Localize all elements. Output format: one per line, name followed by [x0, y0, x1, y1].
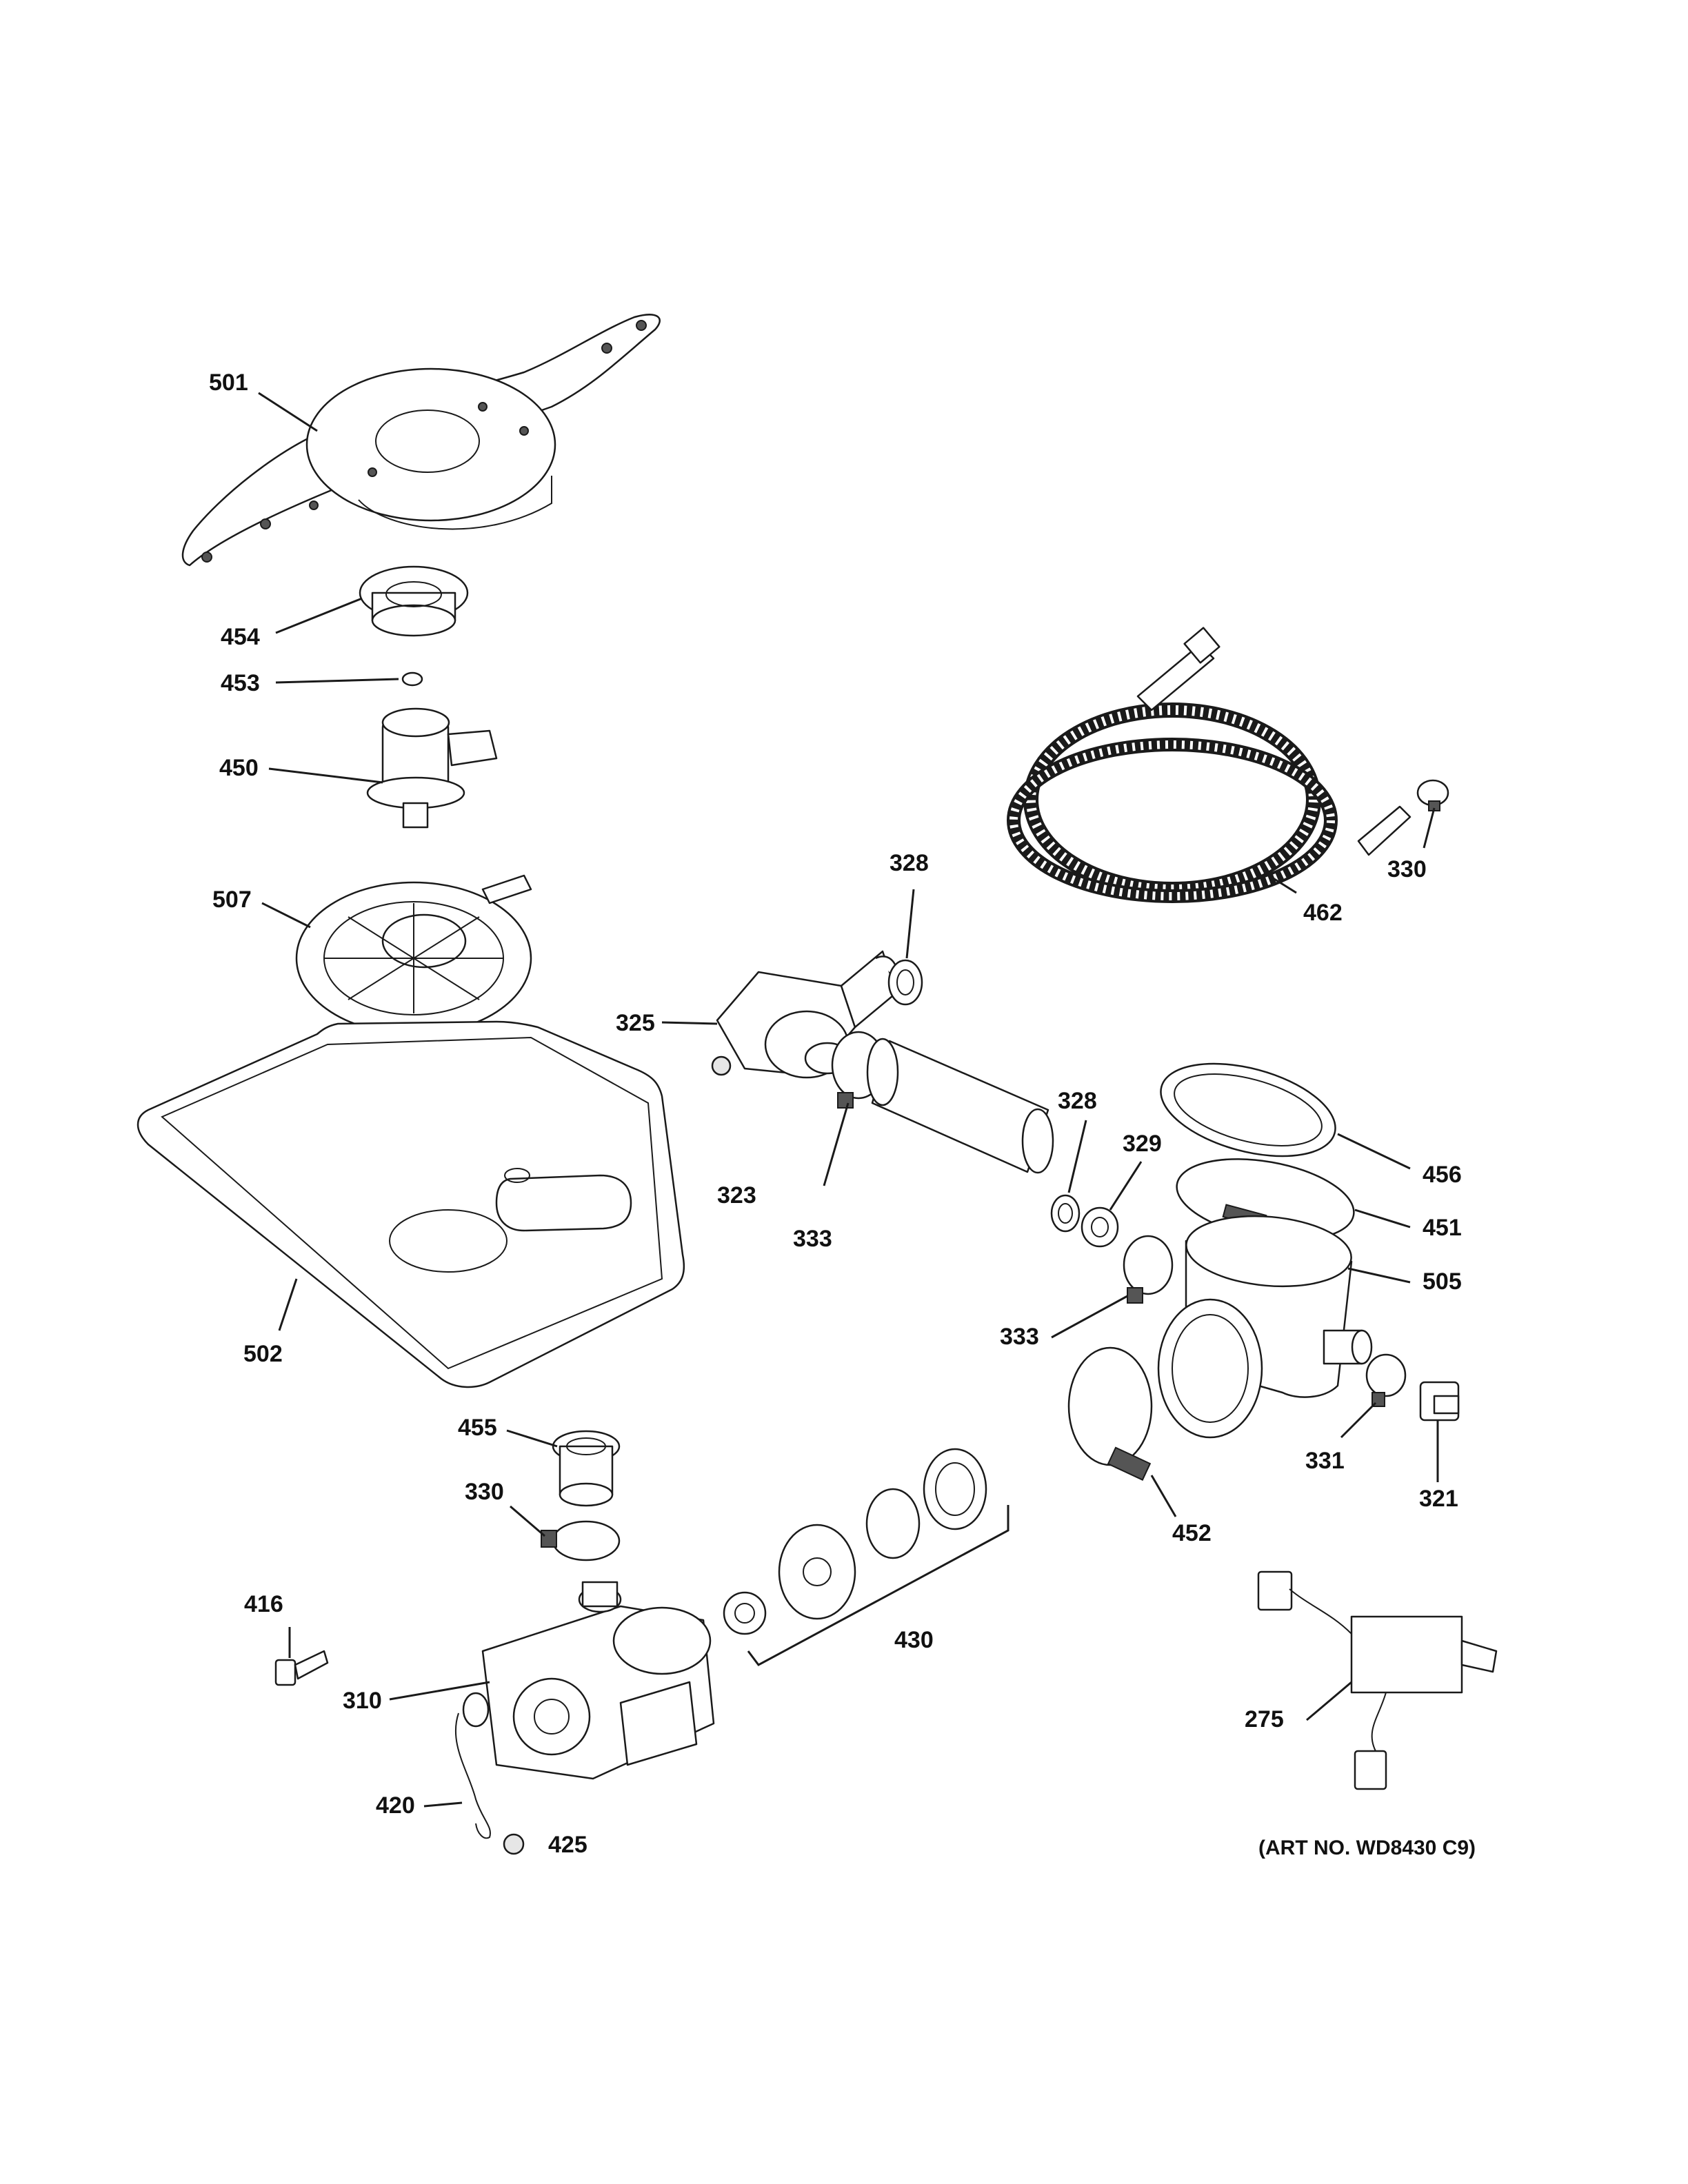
art-number: (ART NO. WD8430 C9) [1258, 1837, 1476, 1859]
callout-labels: 501 454 453 450 507 502 455 330 416 310 … [209, 370, 1476, 1859]
part-452-clamp [1067, 1346, 1153, 1481]
part-420-clip [454, 1712, 491, 1839]
callout-333-upper: 333 [793, 1226, 832, 1252]
callout-451: 451 [1423, 1215, 1462, 1241]
callout-333-middle: 333 [1000, 1324, 1039, 1350]
part-275-transformer [1257, 1570, 1498, 1790]
callout-455: 455 [458, 1415, 497, 1441]
part-425-grommet [503, 1833, 525, 1855]
callout-328-lower: 328 [1058, 1088, 1097, 1114]
part-328-seal-lower [1050, 1194, 1081, 1233]
part-454-hub [359, 565, 469, 637]
callout-454: 454 [221, 624, 260, 650]
callout-507: 507 [212, 887, 252, 913]
part-455-connector [552, 1430, 621, 1507]
part-323-grommet [711, 1055, 732, 1076]
part-462-drain-hose [1007, 627, 1411, 903]
part-330-clamp-upper [1416, 779, 1449, 811]
part-450-manifold [366, 707, 498, 829]
callout-453: 453 [221, 670, 260, 696]
callout-323: 323 [717, 1182, 756, 1209]
callout-450: 450 [219, 755, 259, 781]
part-325-drain-pump [716, 950, 898, 1079]
part-330-clamp-lower [541, 1520, 621, 1561]
callout-462: 462 [1303, 900, 1343, 926]
callout-505: 505 [1423, 1268, 1462, 1295]
callout-420: 420 [376, 1792, 415, 1819]
part-328-seal-upper [887, 959, 923, 1006]
part-310-pump-motor [462, 1581, 715, 1780]
part-333-clamp-middle [1123, 1235, 1174, 1304]
callout-330-upper: 330 [1387, 856, 1427, 882]
leader-lines [258, 392, 1439, 1808]
part-507-filter [295, 874, 532, 1035]
callout-502: 502 [243, 1341, 283, 1367]
part-331-clamp [1365, 1353, 1407, 1407]
callout-456: 456 [1423, 1162, 1462, 1188]
part-505-sump [1157, 1215, 1373, 1439]
callout-321: 321 [1419, 1486, 1458, 1512]
drain-hose-section [866, 1038, 1054, 1174]
part-329-check-valve [1081, 1206, 1119, 1248]
part-453-o-ring [401, 671, 423, 687]
part-430-impeller-kit [723, 1448, 1009, 1666]
part-456-gasket [1160, 1062, 1336, 1157]
callout-329: 329 [1123, 1131, 1162, 1157]
callout-325: 325 [616, 1010, 655, 1036]
callout-328-upper: 328 [890, 850, 929, 876]
callout-430: 430 [894, 1627, 934, 1653]
callout-425: 425 [548, 1832, 587, 1858]
callout-501: 501 [209, 370, 248, 396]
part-502-tub-floor [137, 1020, 685, 1388]
part-501-spray-arm [181, 314, 661, 567]
callout-416: 416 [244, 1591, 283, 1617]
callout-331: 331 [1305, 1448, 1345, 1474]
part-416-bolt [274, 1650, 329, 1686]
part-321-sensor [1419, 1381, 1460, 1422]
callout-310: 310 [343, 1688, 382, 1714]
callout-452: 452 [1172, 1520, 1212, 1546]
callout-330-lower: 330 [465, 1479, 504, 1505]
callout-275: 275 [1245, 1706, 1284, 1732]
